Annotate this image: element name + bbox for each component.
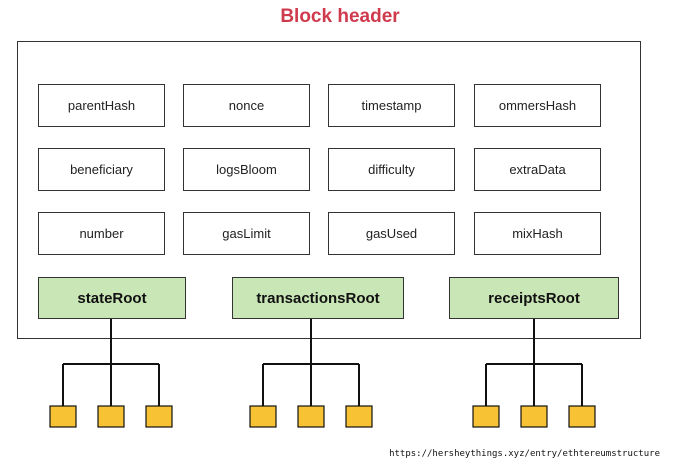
state-root-box: stateRoot: [38, 277, 186, 319]
trie-leaf-node: [472, 405, 500, 428]
field-ommers-hash: ommersHash: [474, 84, 601, 127]
block-header-box: [17, 41, 641, 339]
field-number: number: [38, 212, 165, 255]
trie-leaf-node: [97, 405, 125, 428]
field-logs-bloom: logsBloom: [183, 148, 310, 191]
source-url: https://hersheythings.xyz/entry/ethtereu…: [389, 449, 660, 459]
trie-leaf-node: [145, 405, 173, 428]
trie-leaf-node: [520, 405, 548, 428]
field-gas-used: gasUsed: [328, 212, 455, 255]
trie-leaf-node: [249, 405, 277, 428]
field-nonce: nonce: [183, 84, 310, 127]
trie-leaf-node: [568, 405, 596, 428]
field-difficulty: difficulty: [328, 148, 455, 191]
field-timestamp: timestamp: [328, 84, 455, 127]
trie-leaf-node: [345, 405, 373, 428]
field-gas-limit: gasLimit: [183, 212, 310, 255]
trie-leaf-node: [297, 405, 325, 428]
trie-leaf-node: [49, 405, 77, 428]
receipts-root-box: receiptsRoot: [449, 277, 619, 319]
field-mix-hash: mixHash: [474, 212, 601, 255]
field-extra-data: extraData: [474, 148, 601, 191]
diagram-title: Block header: [280, 6, 400, 27]
field-beneficiary: beneficiary: [38, 148, 165, 191]
transactions-root-box: transactionsRoot: [232, 277, 404, 319]
field-parent-hash: parentHash: [38, 84, 165, 127]
